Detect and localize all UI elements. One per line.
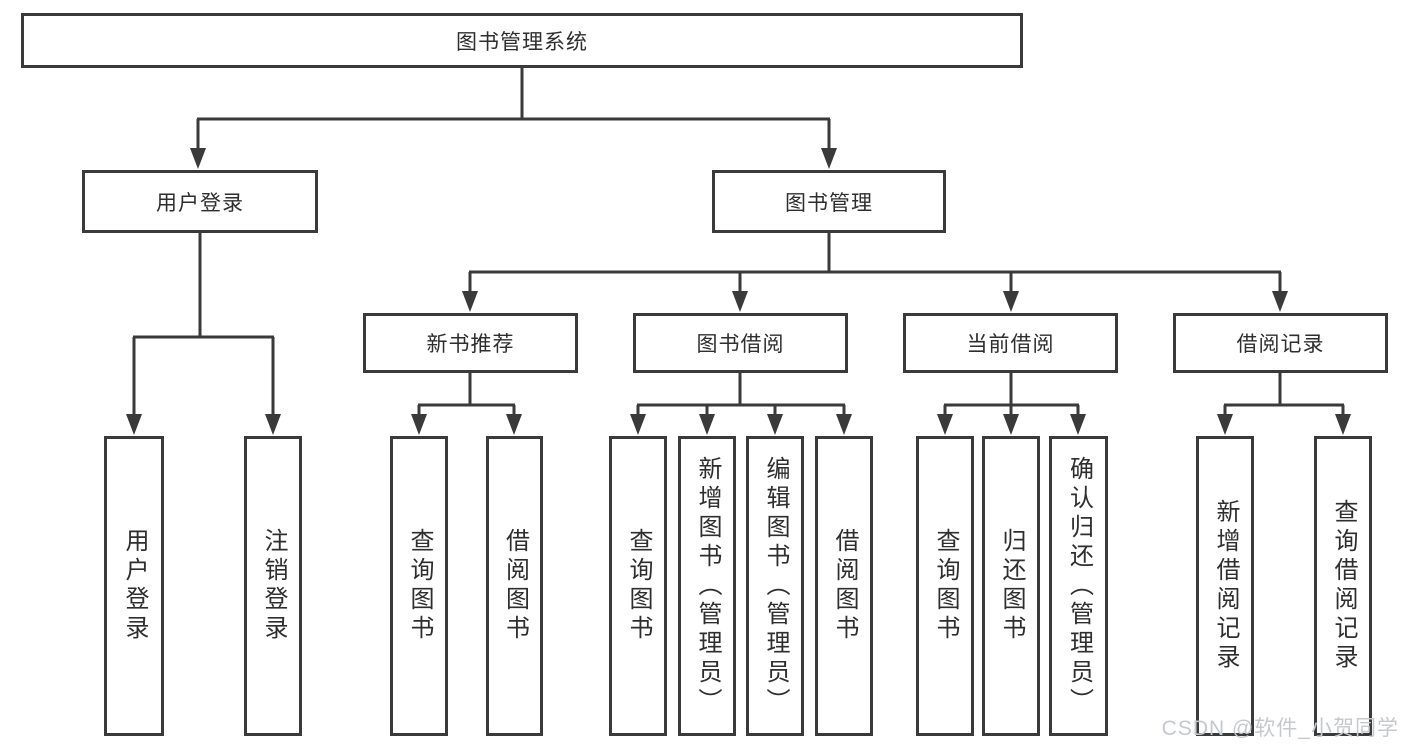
node-label: 借阅图书	[501, 528, 529, 644]
node-label: 用户登录	[156, 191, 244, 215]
node-label: 图书借阅	[696, 333, 785, 356]
node-user-login: 用户登录	[82, 170, 318, 233]
leaf-edit-books-admin: 编辑图书（管理员）	[746, 436, 804, 736]
leaf-query-books: 查询图书	[609, 436, 667, 736]
leaf-query-books-current: 查询图书	[916, 436, 974, 736]
leaf-borrow-books-recommend: 借阅图书	[486, 436, 543, 736]
leaf-add-borrow-record: 新增借阅记录	[1196, 436, 1254, 736]
node-label: 查询图书	[625, 528, 652, 644]
leaf-user-login: 用户登录	[104, 436, 164, 736]
node-book-management: 图书管理	[712, 170, 946, 233]
node-label: 编辑图书（管理员）	[762, 455, 789, 717]
node-borrow-record: 借阅记录	[1173, 313, 1388, 373]
node-label: 图书管理	[785, 191, 873, 215]
node-label: 借阅图书	[831, 528, 858, 644]
node-label: 新增借阅记录	[1212, 499, 1239, 673]
node-label: 图书管理系统	[456, 30, 588, 54]
node-book-borrow: 图书借阅	[633, 313, 848, 373]
node-label: 新书推荐	[426, 333, 515, 356]
leaf-add-books-admin: 新增图书（管理员）	[678, 436, 736, 736]
node-new-book-recommend: 新书推荐	[363, 313, 578, 373]
leaf-query-books-recommend: 查询图书	[390, 436, 448, 736]
node-label: 当前借阅	[966, 333, 1055, 356]
node-label: 用户登录	[121, 528, 148, 644]
node-label: 查询图书	[406, 528, 433, 644]
leaf-borrow-books: 借阅图书	[815, 436, 873, 736]
node-label: 注销登录	[260, 528, 287, 644]
node-label: 查询借阅记录	[1330, 499, 1357, 673]
node-current-borrow: 当前借阅	[903, 313, 1118, 373]
node-label: 新增图书（管理员）	[694, 455, 721, 717]
node-root-library-system: 图书管理系统	[21, 13, 1023, 68]
leaf-return-books: 归还图书	[982, 436, 1040, 736]
node-label: 查询图书	[932, 528, 959, 644]
node-label: 借阅记录	[1236, 333, 1325, 356]
leaf-confirm-return-admin: 确认归还（管理员）	[1049, 436, 1108, 736]
leaf-query-borrow-record: 查询借阅记录	[1314, 436, 1372, 736]
node-label: 确认归还（管理员）	[1065, 455, 1093, 717]
node-label: 归还图书	[998, 528, 1025, 644]
csdn-watermark: CSDN @软件_小贺同学	[1161, 717, 1399, 740]
leaf-logout: 注销登录	[244, 436, 302, 736]
